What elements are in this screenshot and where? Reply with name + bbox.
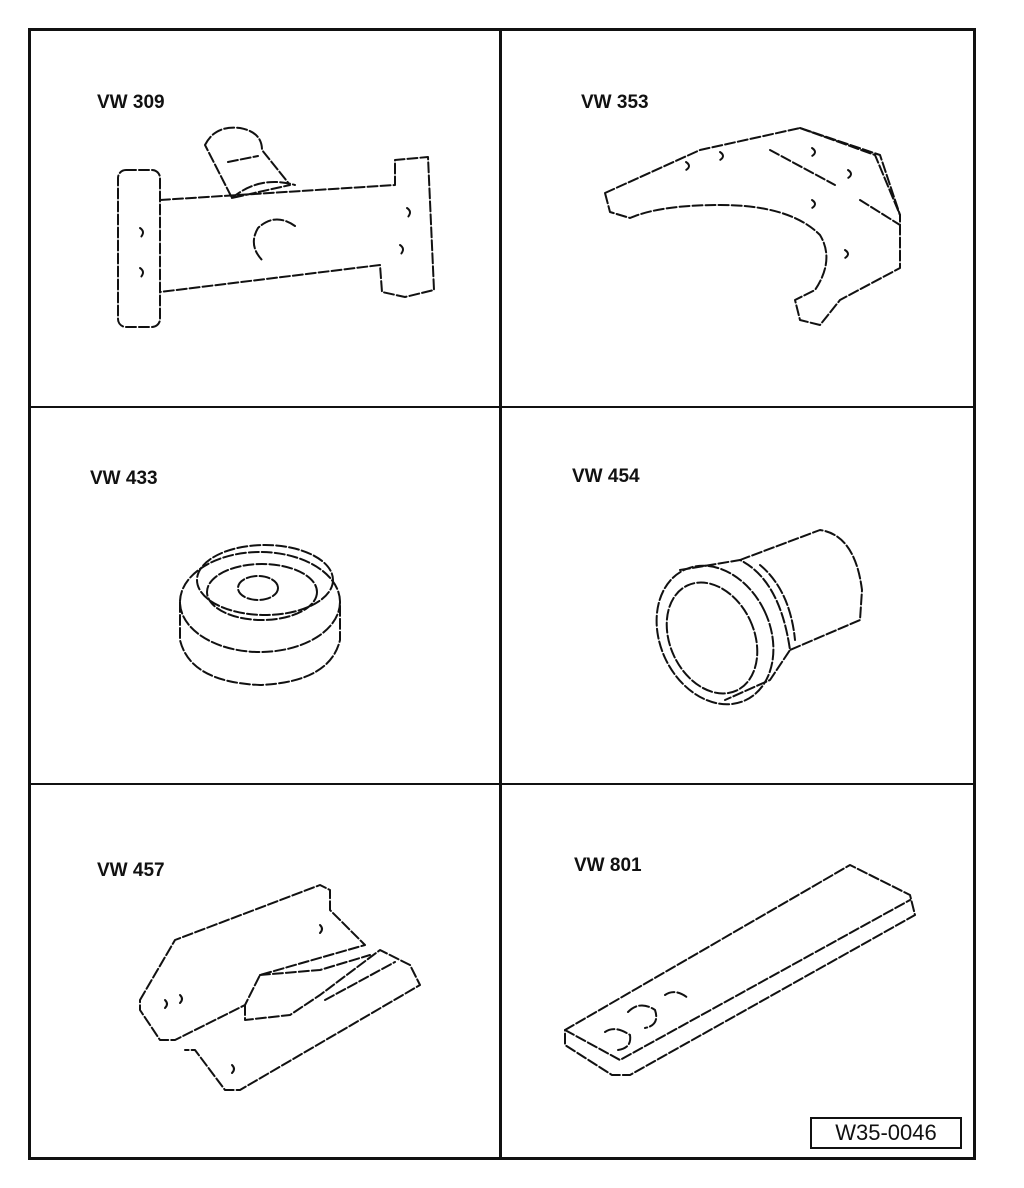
curved-support-plate-icon bbox=[604, 127, 901, 326]
mounting-bracket-icon bbox=[117, 126, 435, 328]
support-bridge-icon bbox=[139, 884, 421, 1091]
tool-grid-frame bbox=[28, 28, 976, 1160]
flat-bar-icon bbox=[564, 864, 916, 1076]
tool-label-vw457: VW 457 bbox=[97, 860, 165, 881]
tool-label-vw433: VW 433 bbox=[90, 468, 158, 489]
grid-divider-horizontal-2 bbox=[28, 783, 976, 785]
ring-thrust-piece-icon bbox=[179, 544, 341, 686]
tool-label-vw801: VW 801 bbox=[574, 855, 642, 876]
figure-code: W35-0046 bbox=[810, 1117, 962, 1149]
grid-divider-horizontal-1 bbox=[28, 406, 976, 408]
grid-divider-vertical bbox=[499, 28, 502, 1160]
sleeve-drift-icon bbox=[655, 529, 863, 706]
tool-label-vw353: VW 353 bbox=[581, 92, 649, 113]
tool-label-vw309: VW 309 bbox=[97, 92, 165, 113]
tool-label-vw454: VW 454 bbox=[572, 466, 640, 487]
